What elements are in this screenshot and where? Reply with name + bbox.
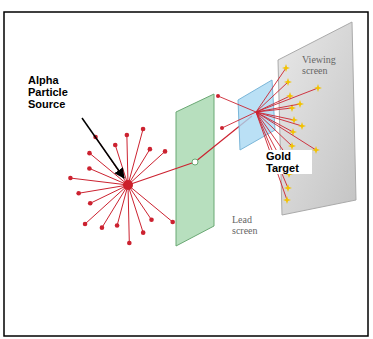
alpha-particle xyxy=(170,220,175,225)
alpha-particle xyxy=(141,230,146,235)
scintillation-flash xyxy=(289,128,297,136)
beam-line xyxy=(128,162,195,185)
screen-hole xyxy=(192,159,198,165)
scintillation-flash xyxy=(284,184,292,192)
alpha-ray xyxy=(128,149,150,185)
alpha-particle xyxy=(87,151,92,156)
alpha-particle xyxy=(76,191,81,196)
alpha-particle xyxy=(115,223,120,228)
alpha-ray xyxy=(79,185,128,193)
scattered-ray xyxy=(256,104,300,112)
alpha-particle xyxy=(148,147,153,152)
alpha-ray xyxy=(127,135,128,185)
screen-label: Viewing screen xyxy=(302,54,350,76)
alpha-source xyxy=(123,180,133,190)
alpha-ray xyxy=(128,129,143,185)
scintillation-flash xyxy=(288,142,296,150)
alpha-ray xyxy=(128,185,152,220)
scintillation-flash xyxy=(284,78,292,86)
lead-screen xyxy=(176,94,214,246)
alpha-ray xyxy=(128,185,143,233)
source-label-box: Alpha Particle Source xyxy=(28,74,90,112)
alpha-particle xyxy=(100,225,105,230)
alpha-particle xyxy=(87,166,92,171)
source-label: Alpha Particle Source xyxy=(28,74,90,110)
alpha-particle xyxy=(216,94,220,98)
scattered-ray xyxy=(256,88,318,112)
screen-label-box: Viewing screen xyxy=(302,54,350,78)
scintillation-flash xyxy=(314,84,322,92)
backscatter-ray xyxy=(222,112,256,128)
alpha-particle xyxy=(88,201,93,206)
alpha-ray xyxy=(128,151,165,185)
alpha-particle xyxy=(163,149,168,154)
scattered-ray xyxy=(256,112,302,126)
scintillation-flash xyxy=(298,122,306,130)
scattered-rays xyxy=(216,64,322,204)
alpha-ray xyxy=(128,185,173,222)
scattered-ray xyxy=(256,112,316,150)
leader-arrow xyxy=(82,118,124,178)
frame-border xyxy=(4,12,368,336)
alpha-particle xyxy=(220,126,224,130)
alpha-particle xyxy=(83,222,88,227)
screen-label: Lead screen xyxy=(232,214,276,236)
scintillation-flash xyxy=(312,146,320,154)
alpha-particle xyxy=(141,127,146,132)
scintillation-flash xyxy=(296,100,304,108)
alpha-particle xyxy=(127,241,132,246)
alpha-ray xyxy=(89,153,128,185)
viewing-screen xyxy=(278,22,356,215)
scintillation-flash xyxy=(283,196,291,204)
alpha-particle xyxy=(68,176,73,181)
target-label: Gold Target xyxy=(266,150,312,174)
alpha-particle xyxy=(125,133,130,138)
alpha-beam xyxy=(128,116,252,185)
target-label-box: Gold Target xyxy=(266,150,312,176)
alpha-particle xyxy=(149,218,154,223)
alpha-ray xyxy=(115,145,128,185)
alpha-ray xyxy=(128,185,129,243)
alpha-particle xyxy=(113,143,118,148)
scintillation-flash xyxy=(282,64,290,72)
alpha-ray xyxy=(117,185,128,226)
backscatter-ray xyxy=(218,96,256,112)
alpha-rays xyxy=(68,127,175,246)
screen-label-box: Lead screen xyxy=(232,214,276,238)
